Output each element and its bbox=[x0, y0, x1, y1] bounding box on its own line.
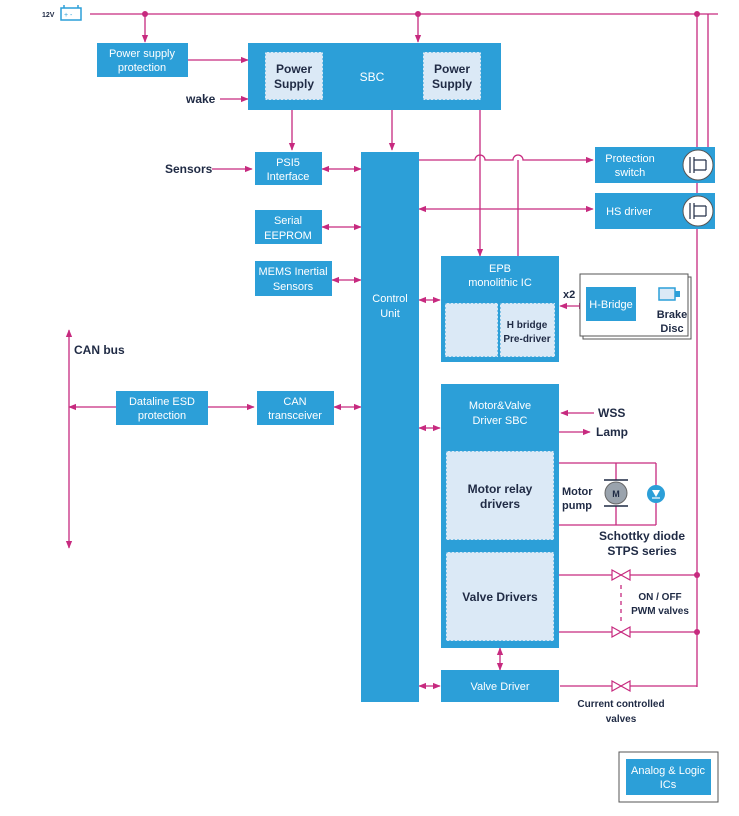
motor-pump-label: Motor bbox=[562, 486, 593, 498]
svg-text:Power supply: Power supply bbox=[109, 48, 176, 60]
h-bridge-predriver-label: H bridge bbox=[507, 320, 548, 331]
svg-text:protection: protection bbox=[118, 62, 166, 74]
svg-text:Pre-driver: Pre-driver bbox=[503, 334, 550, 345]
svg-text:+ -: + - bbox=[64, 12, 73, 19]
svg-text:HS driver: HS driver bbox=[606, 206, 652, 218]
sensors-label: Sensors bbox=[165, 162, 213, 176]
svg-text:M: M bbox=[612, 489, 620, 499]
sbc-power-supply-left: Power bbox=[276, 62, 312, 76]
svg-text:EEPROM: EEPROM bbox=[264, 230, 312, 242]
brake-actuator-group: H-Bridge Brake Disc bbox=[579, 273, 692, 340]
svg-text:Serial: Serial bbox=[274, 215, 302, 227]
svg-text:protection: protection bbox=[138, 410, 186, 422]
svg-text:Driver SBC: Driver SBC bbox=[472, 415, 527, 427]
onoff-valves-label: ON / OFF bbox=[638, 592, 681, 603]
junction-dots bbox=[142, 11, 700, 635]
valve-driver-block: Valve Driver bbox=[441, 670, 559, 702]
svg-text:MEMS Inertial: MEMS Inertial bbox=[258, 266, 327, 278]
svg-text:Disc: Disc bbox=[660, 323, 683, 335]
svg-text:Supply: Supply bbox=[274, 77, 314, 91]
svg-text:Valve Drivers: Valve Drivers bbox=[462, 590, 538, 604]
motor-relay-drivers-block bbox=[445, 450, 555, 541]
svg-text:pump: pump bbox=[562, 500, 592, 512]
supply-label: 12V bbox=[42, 12, 55, 19]
schottky-diode-icon bbox=[647, 485, 665, 503]
can-bus-label: CAN bus bbox=[74, 343, 125, 357]
wake-label: wake bbox=[185, 92, 216, 106]
power-supply-protection-block: Power supply protection bbox=[97, 43, 188, 77]
svg-text:Protection: Protection bbox=[605, 153, 655, 165]
psi5-interface-block: PSI5 Interface bbox=[255, 152, 322, 185]
valve-drivers-block bbox=[445, 551, 555, 642]
current-valves-label: Current controlled bbox=[577, 699, 664, 710]
svg-text:Supply: Supply bbox=[432, 77, 472, 91]
dataline-esd-block: Dataline ESD protection bbox=[116, 391, 208, 425]
mems-sensors-block: MEMS Inertial Sensors bbox=[255, 261, 332, 296]
svg-text:Brake: Brake bbox=[657, 309, 688, 321]
valve-icon bbox=[611, 679, 631, 693]
brake-actuator-icon bbox=[658, 287, 680, 301]
svg-text:Valve Driver: Valve Driver bbox=[470, 681, 529, 693]
sbc-power-supply-right: Power bbox=[434, 62, 470, 76]
svg-text:PWM valves: PWM valves bbox=[631, 606, 689, 617]
epb-ic-block: EPB monolithic IC H bridge Pre-driver bbox=[441, 256, 559, 362]
svg-text:EPB: EPB bbox=[489, 263, 511, 275]
mosfet-icon bbox=[682, 195, 714, 227]
svg-text:Interface: Interface bbox=[267, 171, 310, 183]
lamp-label: Lamp bbox=[596, 425, 628, 439]
h-bridge-label: H-Bridge bbox=[589, 299, 632, 311]
battery-icon: + - bbox=[60, 5, 82, 21]
svg-text:transceiver: transceiver bbox=[268, 410, 322, 422]
wss-label: WSS bbox=[598, 406, 625, 420]
can-transceiver-block: CAN transceiver bbox=[257, 391, 334, 425]
hs-driver-block: HS driver bbox=[595, 193, 715, 229]
svg-text:Sensors: Sensors bbox=[273, 281, 314, 293]
motor-valve-sbc-block: Motor&Valve Driver SBC Motor relay drive… bbox=[441, 384, 559, 648]
svg-text:Unit: Unit bbox=[380, 308, 400, 320]
valve-icon bbox=[611, 568, 631, 582]
svg-text:PSI5: PSI5 bbox=[276, 157, 300, 169]
svg-text:STPS series: STPS series bbox=[607, 544, 677, 558]
protection-switch-block: Protection switch bbox=[595, 147, 715, 183]
svg-text:switch: switch bbox=[615, 167, 646, 179]
svg-text:valves: valves bbox=[606, 714, 637, 725]
svg-text:Control: Control bbox=[372, 293, 407, 305]
legend-box: Analog & Logic ICs bbox=[618, 751, 719, 803]
sbc-block: Power Supply Power Supply SBC bbox=[248, 43, 501, 110]
motor-icon: M bbox=[604, 479, 628, 507]
control-unit-block: Control Unit bbox=[361, 152, 419, 702]
svg-text:drivers: drivers bbox=[480, 497, 520, 511]
schottky-label: Schottky diode bbox=[599, 529, 685, 543]
svg-text:monolithic IC: monolithic IC bbox=[468, 277, 532, 289]
svg-text:Dataline ESD: Dataline ESD bbox=[129, 396, 195, 408]
serial-eeprom-block: Serial EEPROM bbox=[255, 210, 322, 244]
svg-text:CAN: CAN bbox=[283, 396, 306, 408]
sbc-label: SBC bbox=[360, 70, 385, 84]
svg-text:ICs: ICs bbox=[660, 779, 677, 791]
mosfet-icon bbox=[682, 149, 714, 181]
svg-text:Motor relay: Motor relay bbox=[468, 482, 533, 496]
svg-text:Analog & Logic: Analog & Logic bbox=[631, 765, 705, 777]
svg-text:Motor&Valve: Motor&Valve bbox=[469, 400, 531, 412]
valve-icon bbox=[611, 625, 631, 639]
x2-label: x2 bbox=[563, 289, 575, 301]
